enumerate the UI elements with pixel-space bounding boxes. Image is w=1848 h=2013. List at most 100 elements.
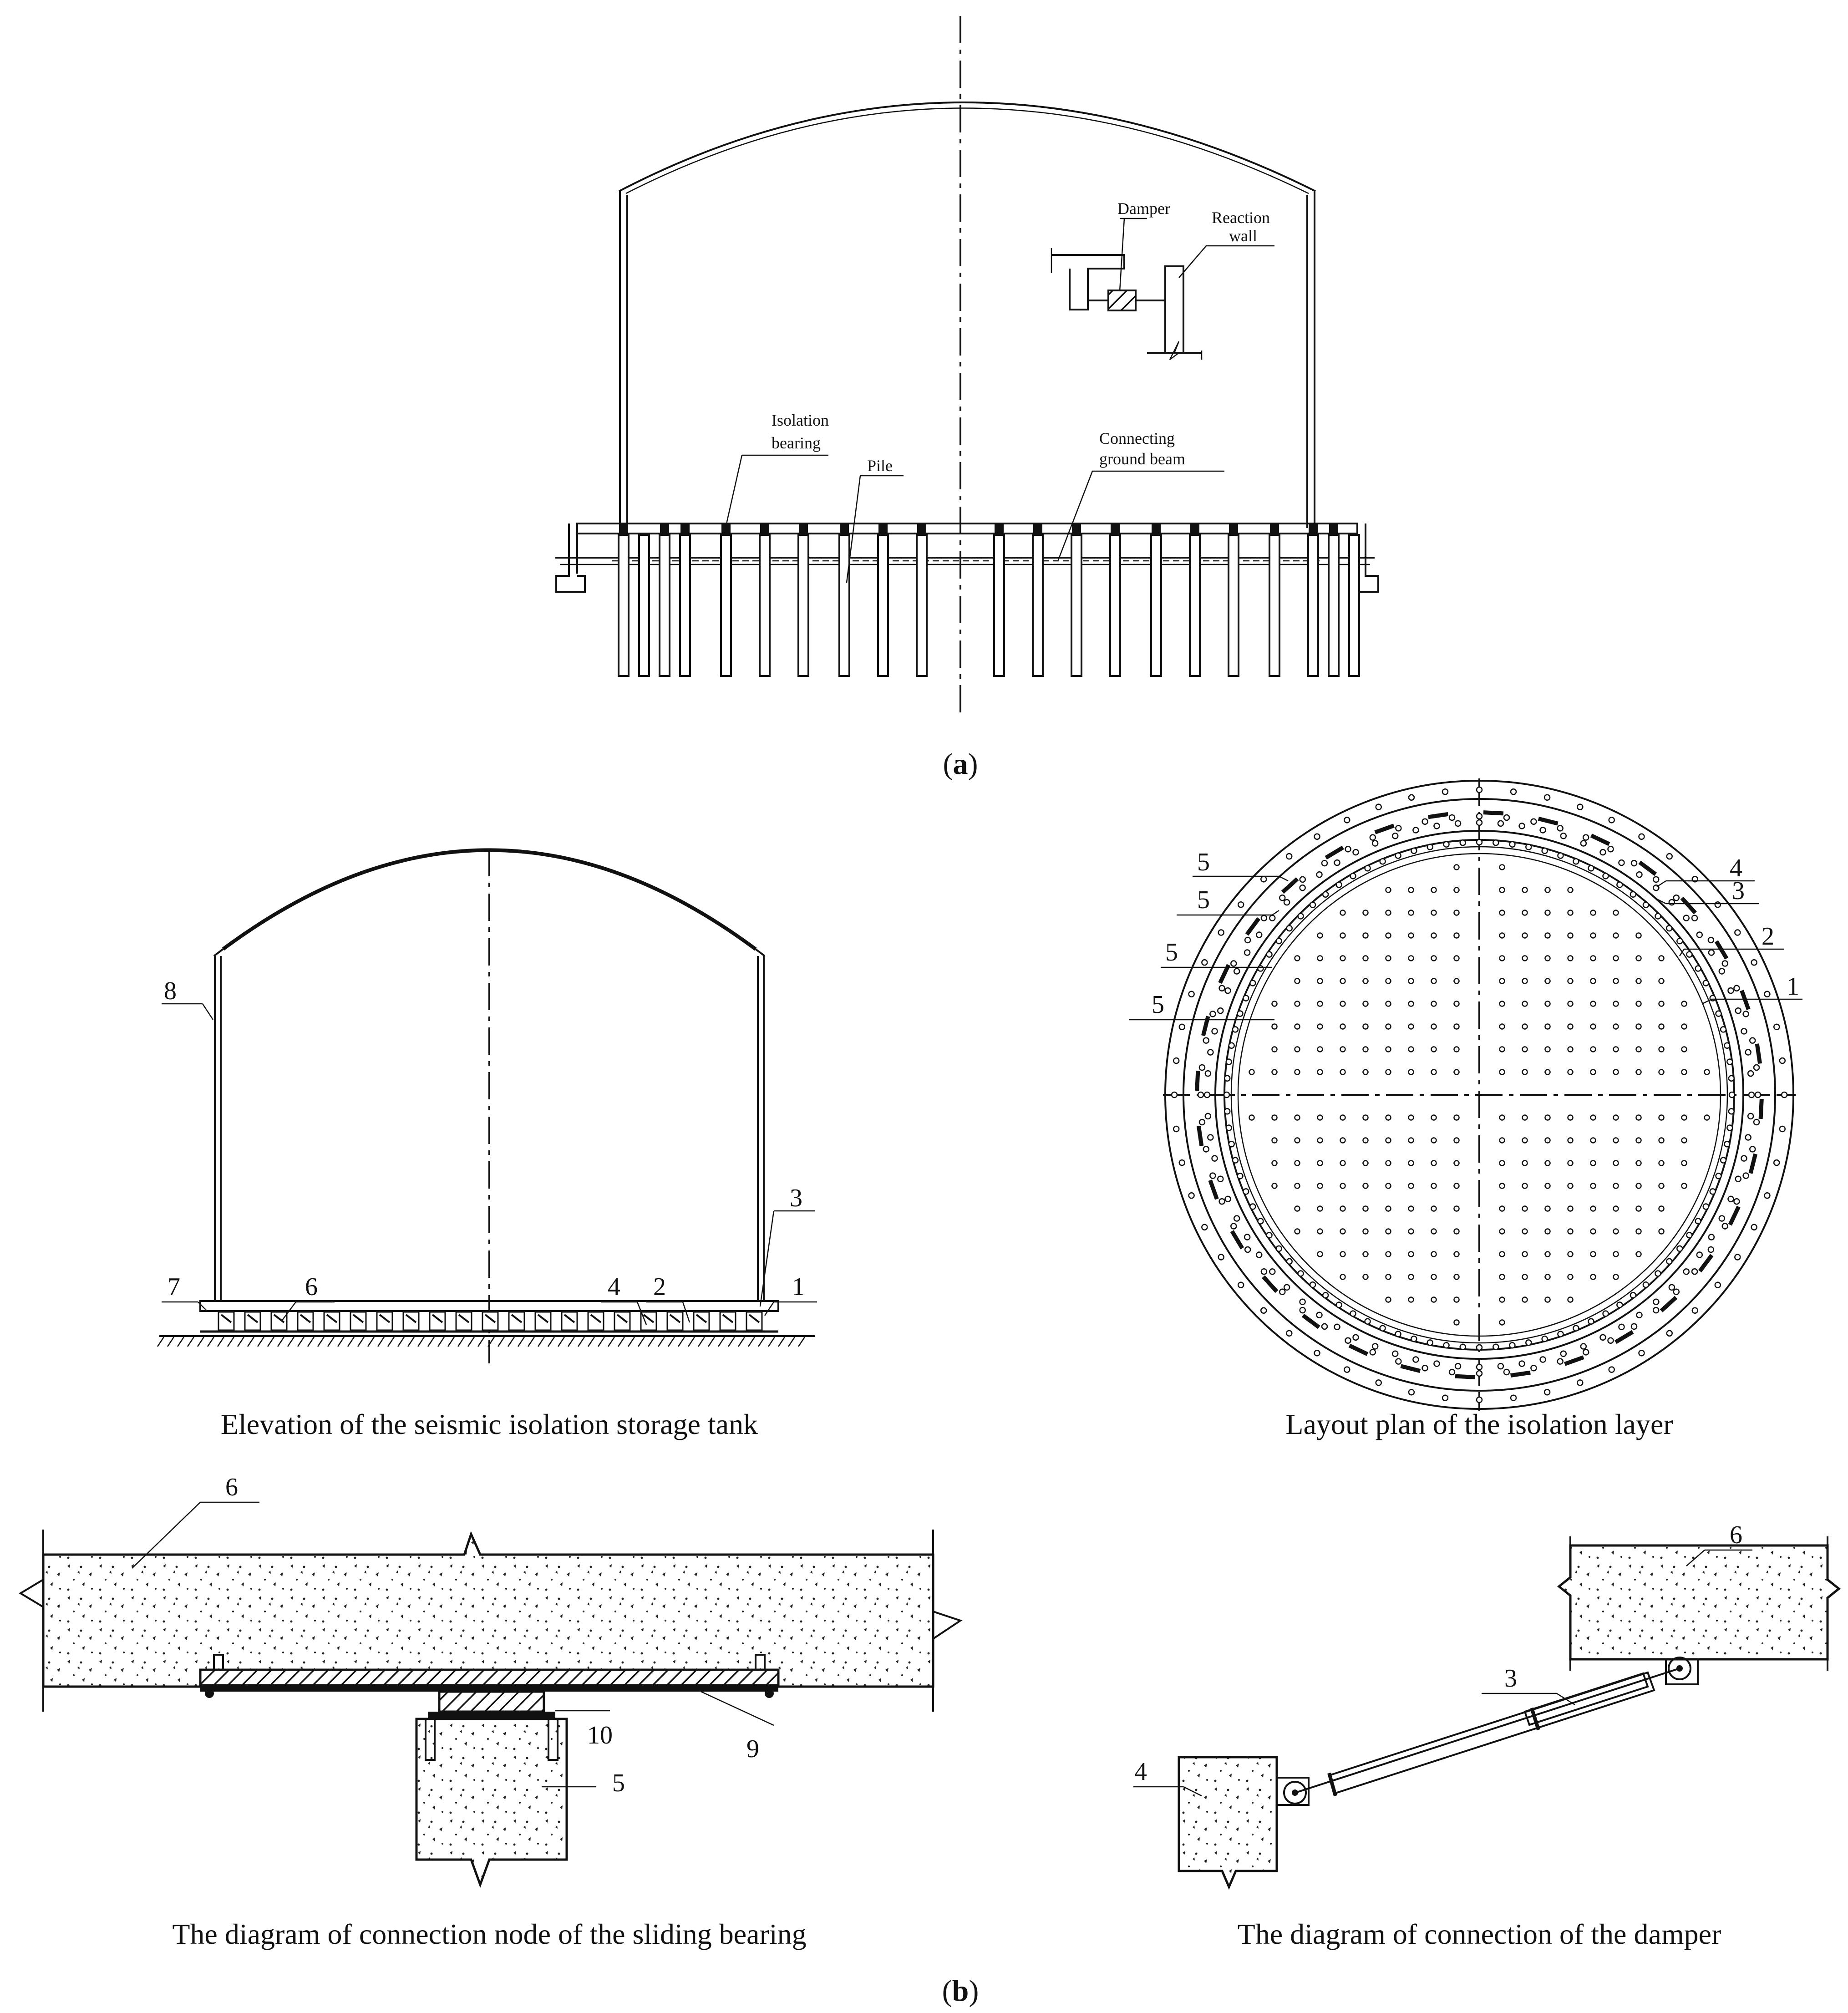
plan-pile	[1635, 1069, 1642, 1075]
plan-pile	[1522, 1137, 1528, 1144]
ground-hatch-stroke	[327, 1337, 335, 1347]
plan-pile	[1635, 1023, 1642, 1030]
plan-pile	[1681, 1046, 1687, 1052]
plan-ring-bearing	[1209, 1172, 1216, 1179]
plan-pile	[1385, 1046, 1391, 1052]
plan-ring-bearing	[1297, 1270, 1304, 1277]
plan-pile	[1681, 1023, 1687, 1030]
elevation-bearing	[746, 1311, 763, 1331]
elevation-bearing	[429, 1311, 446, 1331]
plan-pile	[1567, 1046, 1574, 1052]
elevation-damper-strut	[590, 1314, 602, 1323]
elevation-callout-3: 3	[790, 1184, 802, 1212]
plan-pile	[1340, 1160, 1346, 1166]
pile	[1307, 534, 1319, 677]
isolation-bearing-symbol	[1309, 524, 1318, 533]
pile-tip	[760, 670, 771, 677]
plan-ring-bearing	[1198, 1064, 1206, 1071]
plan-pile	[1613, 1160, 1619, 1166]
plan-ring-bearing	[1203, 1146, 1210, 1153]
plan-ring-bearing	[1724, 1042, 1731, 1049]
plan-pile	[1635, 1114, 1642, 1121]
ground-hatch-stroke	[247, 1337, 255, 1347]
plan-ring-bearing	[1211, 1028, 1218, 1035]
pile-tip	[660, 670, 670, 677]
plan-ring-bearing	[1673, 895, 1680, 901]
plan-ring-bearing	[1244, 949, 1251, 956]
plan-ring-bearing	[1309, 901, 1316, 908]
reaction-wall-symbol	[1164, 265, 1184, 354]
plan-ring-bearing	[1443, 841, 1450, 848]
plan-pile	[1522, 1114, 1528, 1121]
ground-hatch-stroke	[547, 1337, 555, 1347]
panel-a-left-footing	[555, 524, 586, 593]
plan-ring-bearing	[1708, 949, 1715, 956]
isolation-bearing-symbol	[1229, 524, 1238, 533]
plan-pile	[1453, 1205, 1460, 1212]
pile-tip	[1229, 670, 1239, 677]
elevation-ground-hatch	[157, 1337, 806, 1347]
panel-b-sliding-bearing: 6 10 9 5 The diagram of connection node …	[19, 1473, 963, 1950]
plan-ring-bearing	[1557, 1358, 1564, 1365]
plan-ring-bearing	[1728, 1091, 1736, 1098]
plan-dampers	[1195, 810, 1764, 1379]
plan-pile	[1408, 955, 1414, 961]
plan-pile	[1544, 1274, 1551, 1280]
plan-ring-bearing	[1224, 1108, 1231, 1115]
plan-pile	[1271, 1114, 1278, 1121]
plan-pile	[1431, 1023, 1437, 1030]
ground-hatch-stroke	[477, 1337, 485, 1347]
plan-ring-bearing	[1395, 825, 1402, 832]
plan-ring-bearing	[1599, 1334, 1606, 1341]
plan-pile	[1567, 978, 1574, 984]
plan-pile	[1635, 1137, 1642, 1144]
isolation-bearing-symbol	[680, 524, 690, 533]
plan-ring-bearing	[1335, 1301, 1342, 1308]
plan-ring-bearing	[1321, 1323, 1328, 1330]
plan-ring-bearing	[1543, 1388, 1551, 1396]
pile-tip	[994, 670, 1005, 677]
elevation-bearing	[482, 1311, 499, 1331]
plan-pile	[1658, 978, 1665, 984]
elevation-base-slab	[199, 1300, 779, 1312]
bearing-callout-5: 5	[612, 1769, 625, 1797]
plan-ring-bearing	[1476, 1370, 1483, 1377]
plan-damper	[1281, 877, 1299, 894]
ground-hatch-stroke	[357, 1337, 365, 1347]
plan-ring-bearing	[1709, 1188, 1716, 1195]
plan-ring-bearing	[1493, 1343, 1499, 1351]
plan-pile	[1567, 1296, 1574, 1303]
damper-callout-6: 6	[1730, 1521, 1742, 1549]
damper-connection-caption: The diagram of connection of the damper	[1238, 1918, 1721, 1950]
plan-pile	[1613, 1228, 1619, 1235]
ground-hatch-stroke	[207, 1337, 215, 1347]
plan-ring-bearing	[1510, 788, 1517, 795]
plan-pile	[1613, 1023, 1619, 1030]
plan-ring-bearing	[1242, 995, 1249, 1001]
elevation-bearing	[402, 1311, 420, 1331]
plan-ring-bearing	[1676, 1245, 1683, 1252]
elevation-roof	[222, 848, 757, 951]
pile-tip	[1110, 670, 1121, 677]
elevation-bearing	[244, 1311, 261, 1331]
plan-pile	[1294, 1023, 1300, 1030]
ground-hatch-stroke	[187, 1337, 195, 1347]
plan-pile	[1453, 955, 1460, 961]
pile-tip	[917, 670, 928, 677]
plan-pile	[1317, 932, 1323, 939]
plan-ring-bearing	[1433, 1360, 1440, 1367]
plan-pile	[1340, 1046, 1346, 1052]
plan-pile	[1522, 1296, 1528, 1303]
plan-ring-bearing	[1476, 819, 1483, 826]
plan-pile	[1544, 1023, 1551, 1030]
plan-pile	[1362, 1114, 1369, 1121]
plan-pile	[1522, 887, 1528, 893]
ground-hatch-stroke	[757, 1337, 766, 1347]
plan-ring-bearing	[1244, 1234, 1251, 1240]
elevation-damper-strut	[669, 1314, 681, 1323]
plan-ring-bearing	[1638, 1350, 1645, 1357]
plan-ring-bearing	[1314, 833, 1320, 840]
damper-upper-slab	[1557, 1544, 1841, 1661]
plan-ring-bearing	[1503, 814, 1510, 821]
plan-ring-bearing	[1198, 1118, 1206, 1126]
